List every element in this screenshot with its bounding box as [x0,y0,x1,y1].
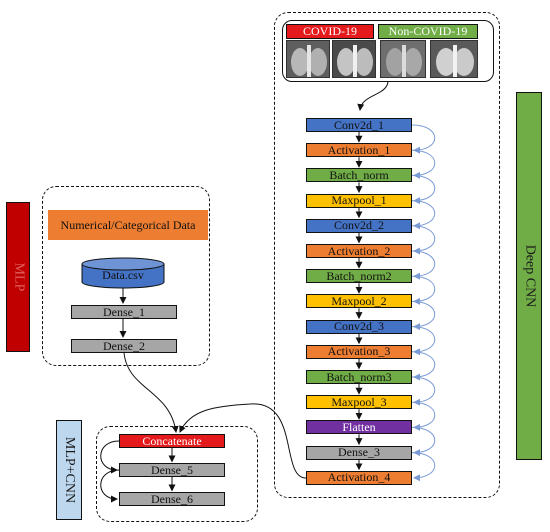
cnn-layer: Maxpool_1 [306,193,412,208]
mlp-cnn-label: MLP+CNN [62,436,77,504]
non-covid-xray-image-1 [380,40,426,78]
mlp-layer: Dense_2 [71,339,177,353]
input-images-panel [282,20,494,82]
cnn-layer: Conv2d_2 [306,218,412,233]
cnn-layer-label: Conv2d_1 [333,117,384,132]
covid-xray-image-1 [286,40,330,78]
mlp-layer: Dense_1 [71,305,177,319]
fusion-layer: Concatenate [119,434,225,448]
cnn-layer-label: Maxpool_1 [331,193,387,208]
covid-label: COVID-19 [303,24,357,38]
cnn-layer: Batch_norm3 [306,370,412,384]
cnn-layer: Dense_3 [306,445,412,460]
cnn-layer-label: Activation_4 [327,470,391,485]
deep-cnn-label: Deep CNN [522,244,538,308]
cnn-layer: Conv2d_1 [306,118,412,132]
cnn-layer: Flatten [306,419,412,435]
fusion-layer: Dense_5 [119,463,225,477]
mlp-side-label: MLP [6,202,30,352]
cnn-layer: Maxpool_2 [306,293,412,309]
cnn-layer: Maxpool_3 [306,394,412,410]
cnn-layer-label: Flatten [342,419,376,434]
mlp-layer-label: Dense_2 [103,338,145,353]
fusion-layer-label: Dense_6 [151,491,193,506]
cnn-layer-label: Activation_1 [327,142,391,157]
covid-xray-image-2 [332,40,376,78]
mlp-cnn-side-label: MLP+CNN [56,420,82,520]
cnn-layer-label: Batch_norm [329,167,389,182]
cnn-layer-label: Activation_3 [327,344,391,359]
mlp-layer-label: Dense_1 [103,304,145,319]
cnn-layer: Activation_3 [306,344,412,359]
cnn-layer: Activation_2 [306,244,412,258]
cnn-layer: Batch_norm2 [306,268,412,284]
cnn-layer-label: Batch_norm2 [326,268,392,283]
cnn-layer: Activation_4 [306,470,412,485]
cnn-layer: Activation_1 [306,142,412,158]
covid-tag: COVID-19 [286,24,374,39]
cnn-layer-label: Maxpool_2 [331,293,387,308]
fusion-layer-label: Concatenate [142,433,202,448]
fusion-layer-label: Dense_5 [151,462,193,477]
cnn-layer-label: Batch_norm3 [326,369,392,384]
numerical-categorical-data-box: Numerical/Categorical Data [48,210,208,240]
non-covid-xray-image-2 [430,40,478,78]
cnn-layer-label: Dense_3 [338,445,380,460]
data-csv-label: Data.csv [102,267,144,282]
non-covid-label: Non-COVID-19 [388,24,468,38]
numerical-categorical-label: Numerical/Categorical Data [60,218,196,232]
cnn-layer-label: Conv2d_2 [333,218,384,233]
mlp-label: MLP [11,262,27,292]
cnn-group [274,12,500,498]
deep-cnn-side-label: Deep CNN [516,92,542,460]
cnn-layer-label: Conv2d_3 [333,319,384,334]
cnn-layer-label: Activation_2 [327,243,391,258]
cnn-layer: Batch_norm [306,167,412,183]
cnn-layer-label: Maxpool_3 [331,394,387,409]
cnn-layer: Conv2d_3 [306,319,412,334]
non-covid-tag: Non-COVID-19 [378,24,478,39]
data-csv-label-box: Data.csv [84,266,162,284]
fusion-layer: Dense_6 [119,492,225,506]
